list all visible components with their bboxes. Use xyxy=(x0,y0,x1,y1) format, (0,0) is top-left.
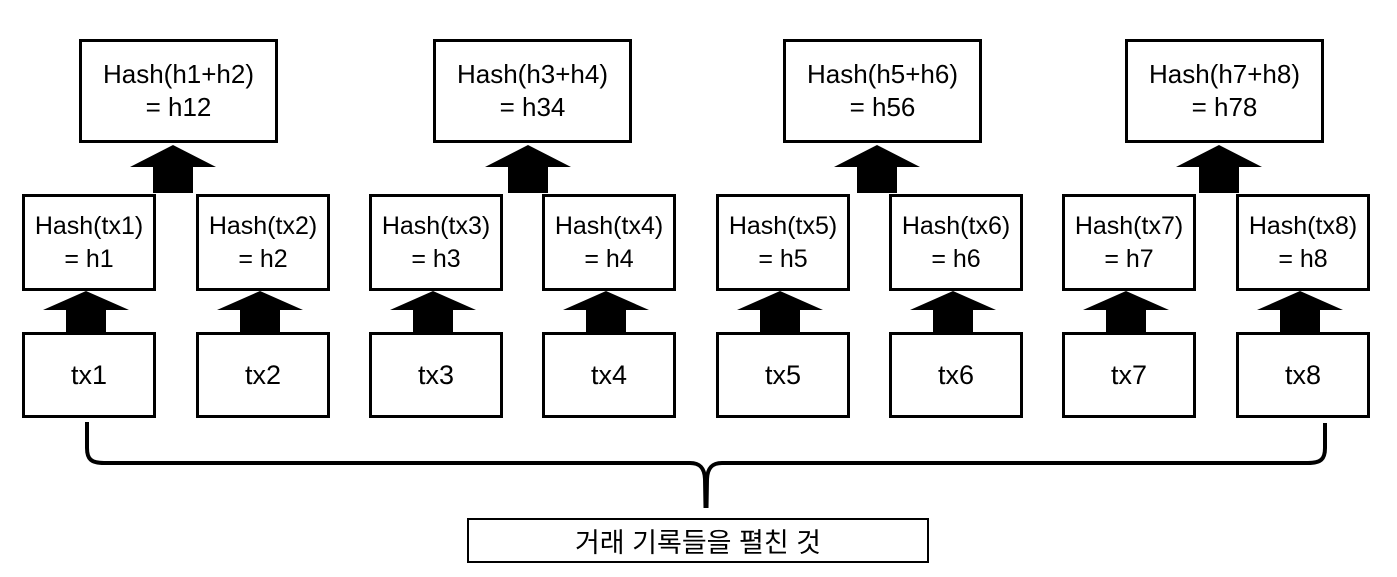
up-arrow-icon xyxy=(737,291,823,332)
tx-box-3: tx3 xyxy=(369,332,503,418)
up-arrow-icon xyxy=(910,291,996,332)
hash-result: = h5 xyxy=(758,244,808,273)
up-arrow-icon xyxy=(1176,145,1262,193)
up-arrow-icon xyxy=(1257,291,1343,332)
leaf-hash-box-h8: Hash(tx8) = h8 xyxy=(1236,194,1370,291)
tx-label: tx1 xyxy=(70,359,108,390)
up-arrow-icon xyxy=(130,145,216,193)
hash-formula: Hash(tx2) xyxy=(208,211,318,240)
tx-label: tx7 xyxy=(1110,359,1148,390)
hash-formula: Hash(tx5) xyxy=(728,211,838,240)
tx-label: tx4 xyxy=(590,359,628,390)
leaf-hash-box-h2: Hash(tx2) = h2 xyxy=(196,194,330,291)
hash-result: = h3 xyxy=(411,244,461,273)
tx-label: tx5 xyxy=(764,359,802,390)
leaf-hash-box-h4: Hash(tx4) = h4 xyxy=(542,194,676,291)
parent-hash-box-h56: Hash(h5+h6) = h56 xyxy=(783,39,982,143)
hash-result: = h1 xyxy=(64,244,114,273)
hash-formula: Hash(tx3) xyxy=(381,211,491,240)
tx-box-7: tx7 xyxy=(1062,332,1196,418)
parent-hash-box-h34: Hash(h3+h4) = h34 xyxy=(433,39,632,143)
tx-box-8: tx8 xyxy=(1236,332,1370,418)
bottom-label-box: 거래 기록들을 펼친 것 xyxy=(467,518,929,563)
hash-result: = h6 xyxy=(931,244,981,273)
up-arrow-icon xyxy=(390,291,476,332)
tx-label: tx6 xyxy=(937,359,975,390)
tx-box-2: tx2 xyxy=(196,332,330,418)
leaf-hash-box-h7: Hash(tx7) = h7 xyxy=(1062,194,1196,291)
hash-formula: Hash(h5+h6) xyxy=(806,59,959,89)
hash-result: = h7 xyxy=(1104,244,1154,273)
tx-box-4: tx4 xyxy=(542,332,676,418)
tx-label: tx8 xyxy=(1284,359,1322,390)
up-arrow-icon xyxy=(217,291,303,332)
tx-label: tx2 xyxy=(244,359,282,390)
tx-box-1: tx1 xyxy=(22,332,156,418)
hash-result: = h8 xyxy=(1278,244,1328,273)
up-arrow-icon xyxy=(1083,291,1169,332)
hash-result: = h4 xyxy=(584,244,634,273)
hash-result: = h2 xyxy=(238,244,288,273)
up-arrow-icon xyxy=(563,291,649,332)
leaf-hash-box-h3: Hash(tx3) = h3 xyxy=(369,194,503,291)
hash-result: = h56 xyxy=(849,92,916,122)
parent-hash-box-h12: Hash(h1+h2) = h12 xyxy=(79,39,278,143)
hash-formula: Hash(h3+h4) xyxy=(456,59,609,89)
hash-formula: Hash(tx8) xyxy=(1248,211,1358,240)
hash-formula: Hash(h1+h2) xyxy=(102,59,255,89)
hash-result: = h78 xyxy=(1191,92,1258,122)
hash-formula: Hash(tx1) xyxy=(34,211,144,240)
leaf-hash-box-h6: Hash(tx6) = h6 xyxy=(889,194,1023,291)
leaf-hash-box-h5: Hash(tx5) = h5 xyxy=(716,194,850,291)
parent-hash-box-h78: Hash(h7+h8) = h78 xyxy=(1125,39,1324,143)
tx-box-6: tx6 xyxy=(889,332,1023,418)
up-arrow-icon xyxy=(43,291,129,332)
tx-box-5: tx5 xyxy=(716,332,850,418)
hash-formula: Hash(tx4) xyxy=(554,211,664,240)
hash-formula: Hash(tx7) xyxy=(1074,211,1184,240)
hash-formula: Hash(tx6) xyxy=(901,211,1011,240)
tx-label: tx3 xyxy=(417,359,455,390)
leaf-hash-box-h1: Hash(tx1) = h1 xyxy=(22,194,156,291)
up-arrow-icon xyxy=(834,145,920,193)
hash-result: = h34 xyxy=(499,92,566,122)
bottom-label-text: 거래 기록들을 펼친 것 xyxy=(574,528,822,558)
up-arrow-icon xyxy=(485,145,571,193)
hash-formula: Hash(h7+h8) xyxy=(1148,59,1301,89)
hash-result: = h12 xyxy=(145,92,212,122)
